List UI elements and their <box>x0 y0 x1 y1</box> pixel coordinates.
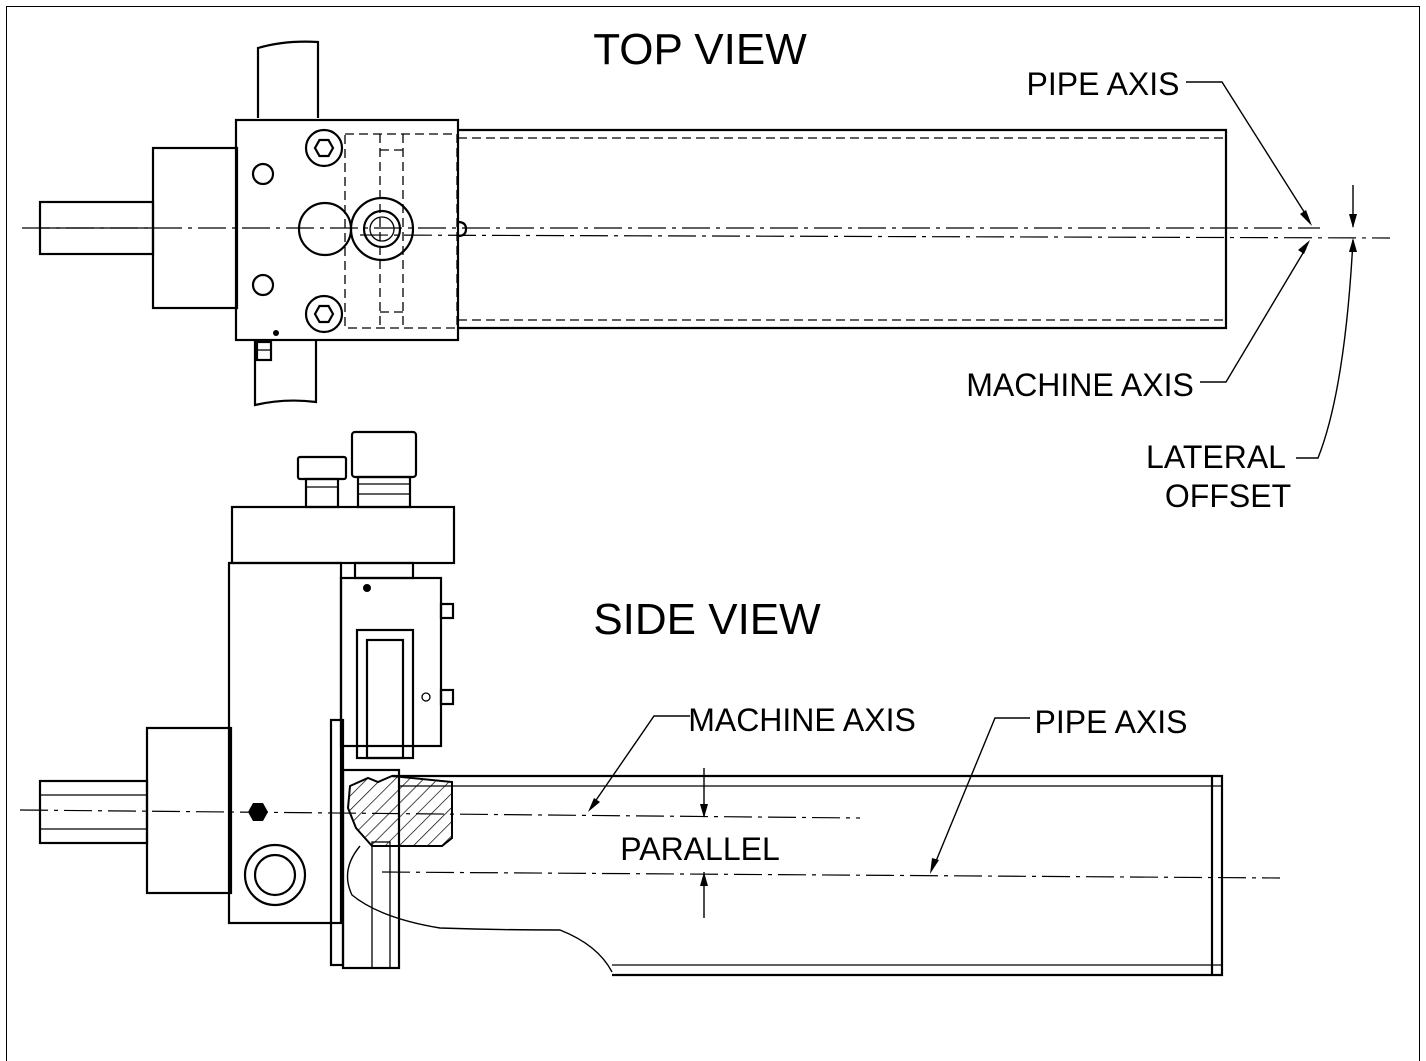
top-center-nut <box>349 196 415 262</box>
top-lateral-offset-dimension <box>1296 185 1357 459</box>
side-machine-axis-line <box>19 809 861 819</box>
side-round-nut <box>243 843 307 907</box>
top-block-nub <box>457 220 468 238</box>
top-hole-upper <box>251 162 275 186</box>
top-view <box>22 40 1391 459</box>
parallel-label: PARALLEL <box>620 831 780 867</box>
side-parallel-dimension <box>700 768 708 918</box>
side-top-plate <box>230 505 456 565</box>
side-view-title: SIDE VIEW <box>593 595 821 644</box>
side-mandrel-section <box>346 774 453 847</box>
top-pipe-axis-label: PIPE AXIS <box>1027 66 1180 102</box>
side-motor-housing <box>145 726 233 895</box>
top-hidden-lines <box>344 133 458 329</box>
top-pipe-axis-leader <box>1186 81 1309 219</box>
top-hex-bolt-upper <box>304 128 344 168</box>
side-clamp-plates <box>329 718 401 970</box>
side-pipe-axis-leader <box>933 717 1030 867</box>
top-hole-lower <box>251 273 275 297</box>
lateral-offset-label-line1: LATERAL <box>1146 439 1286 475</box>
side-pipe-axis-label: PIPE AXIS <box>1035 704 1188 740</box>
top-machine-axis-label: MACHINE AXIS <box>966 367 1194 403</box>
top-mounting-bar <box>253 40 320 407</box>
top-center-bore <box>297 201 353 257</box>
side-drive-shaft <box>38 779 149 845</box>
top-grease-fitting <box>255 330 279 362</box>
side-view <box>19 430 1281 977</box>
top-machine-axis-leader <box>1200 247 1307 383</box>
side-machine-axis-leader <box>591 715 690 807</box>
side-cap-screw-small <box>296 455 348 509</box>
side-cap-screw-large <box>350 430 418 509</box>
top-hex-bolt-lower <box>304 294 344 334</box>
drawing-border <box>6 6 1420 1061</box>
top-main-block <box>234 118 460 342</box>
side-pipe <box>346 774 1224 977</box>
side-pipe-axis-line <box>381 871 1281 879</box>
side-slide-block <box>339 561 455 760</box>
top-pipe <box>458 128 1228 330</box>
lateral-offset-label-line2: OFFSET <box>1165 478 1291 514</box>
side-machine-axis-label: MACHINE AXIS <box>688 702 916 738</box>
top-view-title: TOP VIEW <box>593 25 807 74</box>
top-machine-axis-line <box>359 234 1391 239</box>
